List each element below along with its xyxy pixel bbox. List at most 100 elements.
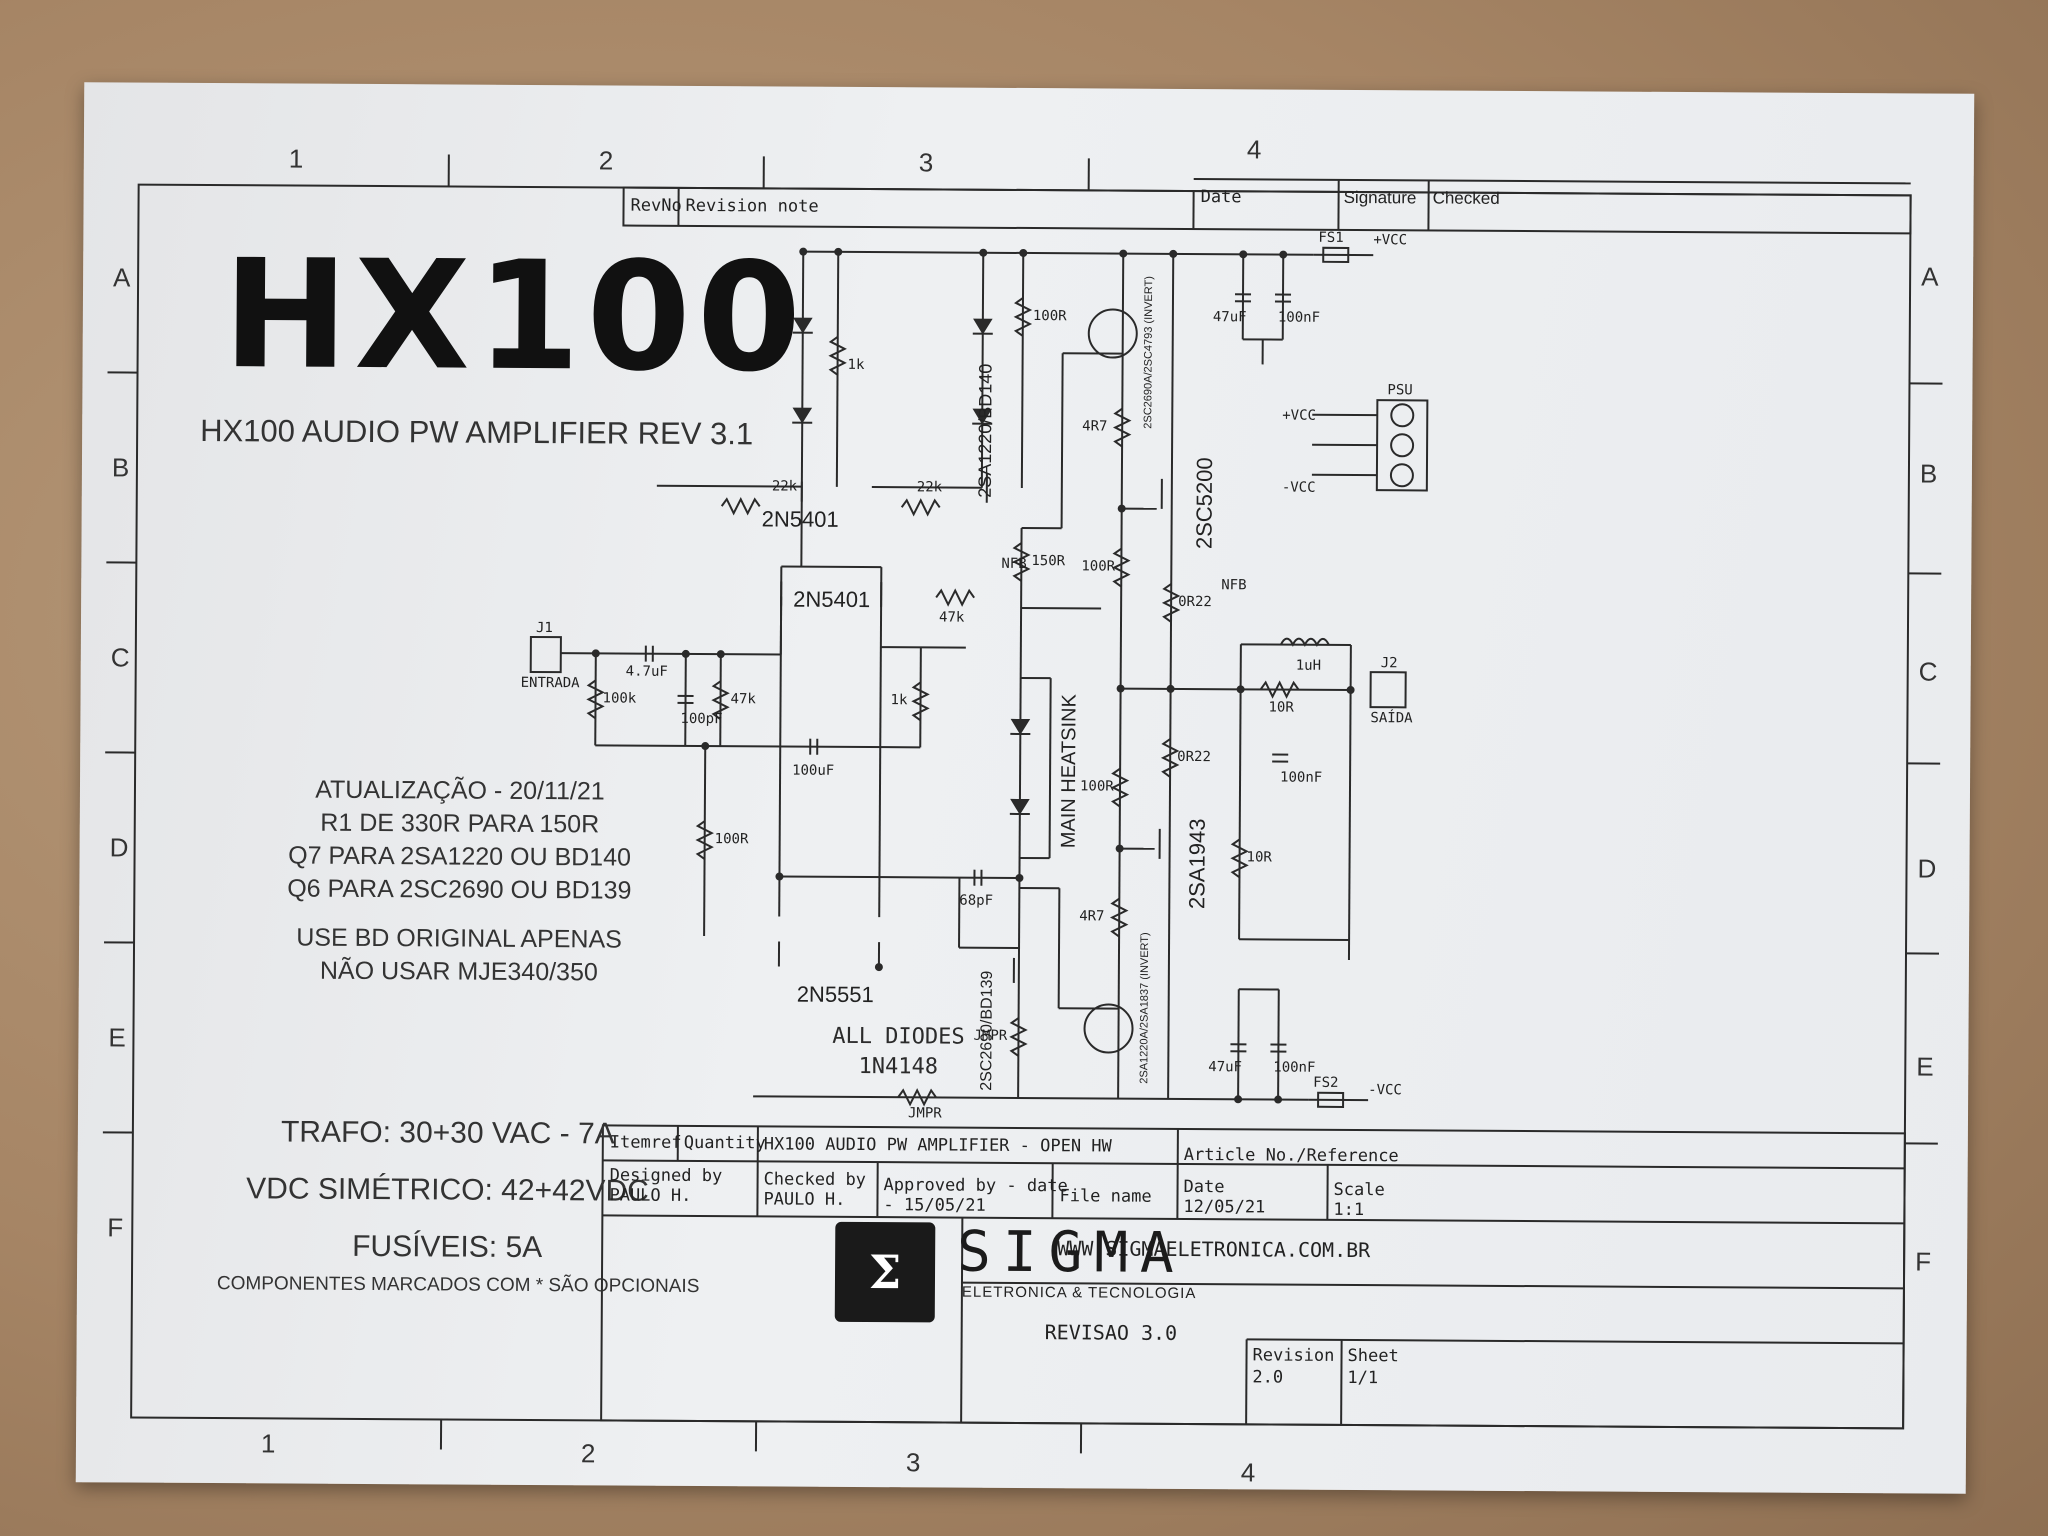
spec-fuses: FUSÍVEIS: 5A: [352, 1229, 543, 1265]
r19-value: 10R: [1246, 849, 1272, 866]
r1-value: 150R: [1031, 553, 1066, 570]
c1-value: 100pF: [680, 710, 723, 728]
column-number-4-bottom: 4: [1240, 1457, 1256, 1488]
designed-by-label: Designed by: [609, 1165, 723, 1187]
r15-value: 100R: [1079, 778, 1114, 795]
q1-q2-part-label: 2N5401: [793, 586, 871, 613]
row-letter-d: D: [109, 832, 129, 863]
approved-by-value: - 15/05/21: [883, 1195, 986, 1216]
row-letter-b-right: B: [1919, 458, 1938, 489]
itemref-label: Itemref: [609, 1132, 682, 1153]
q3-q4-part-label: 2N5551: [796, 981, 874, 1008]
sigma-tagline: ELETRONICA & TECNOLOGIA: [961, 1283, 1197, 1303]
rev-no-header: RevNo: [630, 195, 682, 216]
r20-value: 100k: [602, 690, 637, 707]
power-specs: TRAFO: 30+30 VAC - 7A VDC SIMÉTRICO: 42+…: [227, 1103, 668, 1277]
date-label: Date: [1183, 1176, 1225, 1198]
vcc-neg-label: -VCC: [1368, 1082, 1402, 1099]
j1-entrada-label: ENTRADA: [520, 674, 580, 692]
r7-value: JMPR: [907, 1105, 942, 1122]
j2-saida-label: SAÍDA: [1370, 710, 1413, 727]
r10-value: 22k: [916, 479, 943, 496]
j1-label: J1: [535, 620, 553, 637]
note-line: NÃO USAR MJE340/350: [319, 956, 598, 987]
column-number-4: 4: [1246, 134, 1262, 165]
sigma-glyph-icon: Σ: [868, 1245, 902, 1300]
schematic-paper: 1 2 3 4 1 2 3 4 A B C D E F A B C D E F …: [75, 82, 1975, 1494]
row-letter-c-right: C: [1918, 656, 1938, 687]
nfb-label-2: NFB: [1221, 577, 1247, 594]
row-letter-a: A: [113, 262, 131, 293]
diodes-note: ALL DIODES 1N4148: [798, 1022, 998, 1083]
optional-components-note: COMPONENTES MARCADOS COM * SÃO OPCIONAIS: [216, 1273, 700, 1298]
c9-value: 100nF: [1273, 1059, 1316, 1076]
psu-label: PSU: [1387, 382, 1413, 399]
main-heatsink-label: MAIN HEATSINK: [1057, 694, 1081, 849]
r6-value: 1k: [847, 356, 865, 374]
sheet-value: 1/1: [1347, 1367, 1379, 1389]
scale-value: 1:1: [1333, 1199, 1365, 1221]
row-letter-f-right: F: [1915, 1246, 1932, 1277]
spec-vdc: VDC SIMÉTRICO: 42+42VDC: [246, 1172, 649, 1208]
designed-by-value: PAULO H.: [609, 1185, 692, 1206]
checked-by-label: Checked by: [763, 1169, 867, 1191]
q7-part-label: 2SA1220/BD140: [974, 363, 996, 498]
c7-value: 100nF: [1277, 309, 1321, 326]
revision-note-header: Revision note: [685, 195, 819, 217]
revisao-text: REVISAO 3.0: [1044, 1320, 1178, 1345]
column-number-2-bottom: 2: [580, 1438, 596, 1469]
date-value: 12/05/21: [1183, 1196, 1266, 1218]
c8-value: 47uF: [1208, 1059, 1243, 1076]
psu-vcc-neg-label: -VCC: [1281, 479, 1316, 496]
note-line: Q6 PARA 2SC2690 OU BD139: [287, 874, 632, 905]
quantity-label: Quantity: [683, 1132, 766, 1154]
row-letter-b: B: [111, 452, 130, 483]
row-letter-e: E: [108, 1022, 126, 1053]
note-line: USE BD ORIGINAL APENAS: [296, 923, 622, 954]
article-reference-label: Article No./Reference: [1183, 1144, 1399, 1167]
approved-by-label: Approved by - date: [883, 1175, 1068, 1197]
sigma-wordmark: SIGMA: [956, 1219, 1186, 1286]
row-letter-f: F: [107, 1212, 124, 1243]
row-letter-d-right: D: [1917, 853, 1937, 884]
signature-header: Signature: [1343, 187, 1417, 208]
hx100-logo-title: HX100: [222, 228, 808, 406]
column-number-1: 1: [288, 143, 304, 174]
scale-label: Scale: [1333, 1179, 1385, 1201]
c2-value: 4.7uF: [625, 663, 668, 680]
row-letter-a-right: A: [1921, 261, 1939, 292]
column-number-3: 3: [918, 147, 934, 178]
row-letter-c: C: [110, 642, 130, 673]
r17-value: 0R22: [1177, 748, 1211, 766]
l1-value: 1uH: [1295, 657, 1322, 674]
column-number-1-bottom: 1: [260, 1428, 276, 1459]
drawing-title: HX100 AUDIO PW AMPLIFIER - OPEN HW: [763, 1134, 1112, 1157]
revision-label: Revision: [1252, 1345, 1335, 1366]
r13-value: 100R: [1081, 558, 1116, 575]
q11-part-label: 2SC5200: [1191, 457, 1218, 550]
column-number-3-bottom: 3: [905, 1447, 921, 1478]
psu-vcc-pos-label: +VCC: [1282, 407, 1317, 424]
checked-header: Checked: [1432, 188, 1500, 208]
checked-by-value: PAULO H.: [763, 1189, 846, 1210]
diodes-note-line-1: ALL DIODES: [832, 1023, 965, 1050]
r12-value: 4R7: [1082, 418, 1108, 435]
r16-value: 0R22: [1178, 593, 1212, 611]
r5-value: 47k: [938, 609, 965, 626]
note-line: ATUALIZAÇÃO - 20/11/21: [315, 775, 605, 806]
c5-value: 100nF: [1280, 769, 1323, 786]
j2-label: J2: [1380, 655, 1398, 672]
schematic-drawing: [102, 154, 1943, 1454]
r3-value: 100R: [714, 831, 749, 848]
c3-value: 100uF: [792, 762, 835, 779]
revision-value: 2.0: [1252, 1367, 1284, 1388]
note-line: R1 DE 330R PARA 150R: [320, 808, 600, 839]
q8-part-label: 2SC2690A/2SC4793 (INVERT): [1142, 276, 1156, 429]
r8-value: 22k: [771, 478, 798, 495]
nfb-label-1: NFB: [1001, 555, 1027, 573]
update-notes: ATUALIZAÇÃO - 20/11/21 R1 DE 330R PARA 1…: [279, 773, 640, 989]
c4-value: 68pF: [959, 892, 994, 909]
r2-value: 47k: [730, 691, 756, 708]
column-number-2: 2: [598, 145, 614, 176]
amplifier-subtitle: HX100 AUDIO PW AMPLIFIER REV 3.1: [200, 412, 754, 452]
